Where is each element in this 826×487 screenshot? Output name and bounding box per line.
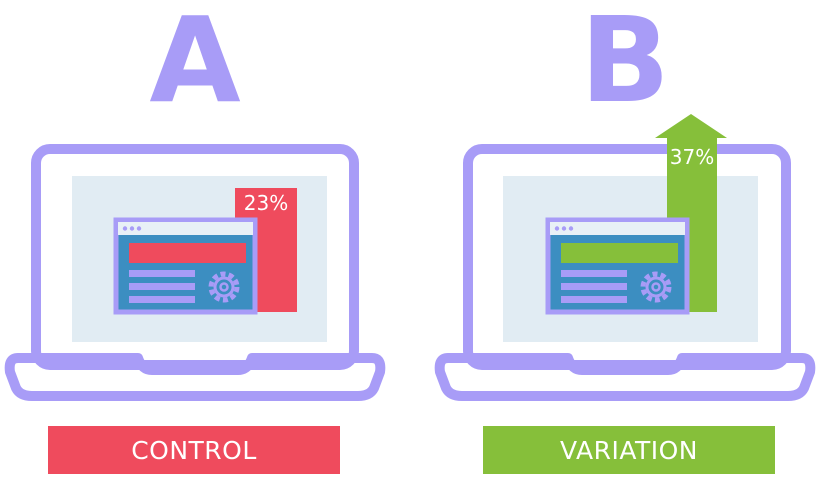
gear-icon: [208, 271, 240, 303]
laptop-b-illustration: 37%: [434, 114, 816, 401]
control-label-text: CONTROL: [131, 435, 257, 465]
variation-percentage: 37%: [670, 145, 714, 169]
control-label: CONTROL: [48, 426, 340, 474]
laptop-base: [4, 353, 386, 401]
browser-window-icon: [113, 217, 258, 315]
hero-banner: [129, 243, 246, 263]
variation-label-text: VARIATION: [559, 435, 699, 465]
gear-icon: [640, 271, 672, 303]
variant-a-letter: A: [149, 0, 241, 129]
hero-banner: [561, 243, 678, 263]
laptop-base: [434, 353, 816, 401]
variant-b: B 37% VARIATION: [430, 0, 826, 487]
control-percentage: 23%: [244, 191, 288, 215]
variant-b-letter: B: [580, 0, 670, 129]
laptop-a-illustration: 23%: [4, 144, 386, 401]
browser-window-icon: [545, 217, 690, 315]
variation-label: VARIATION: [483, 426, 775, 474]
variant-a: A 23% CONTROL: [0, 0, 400, 487]
